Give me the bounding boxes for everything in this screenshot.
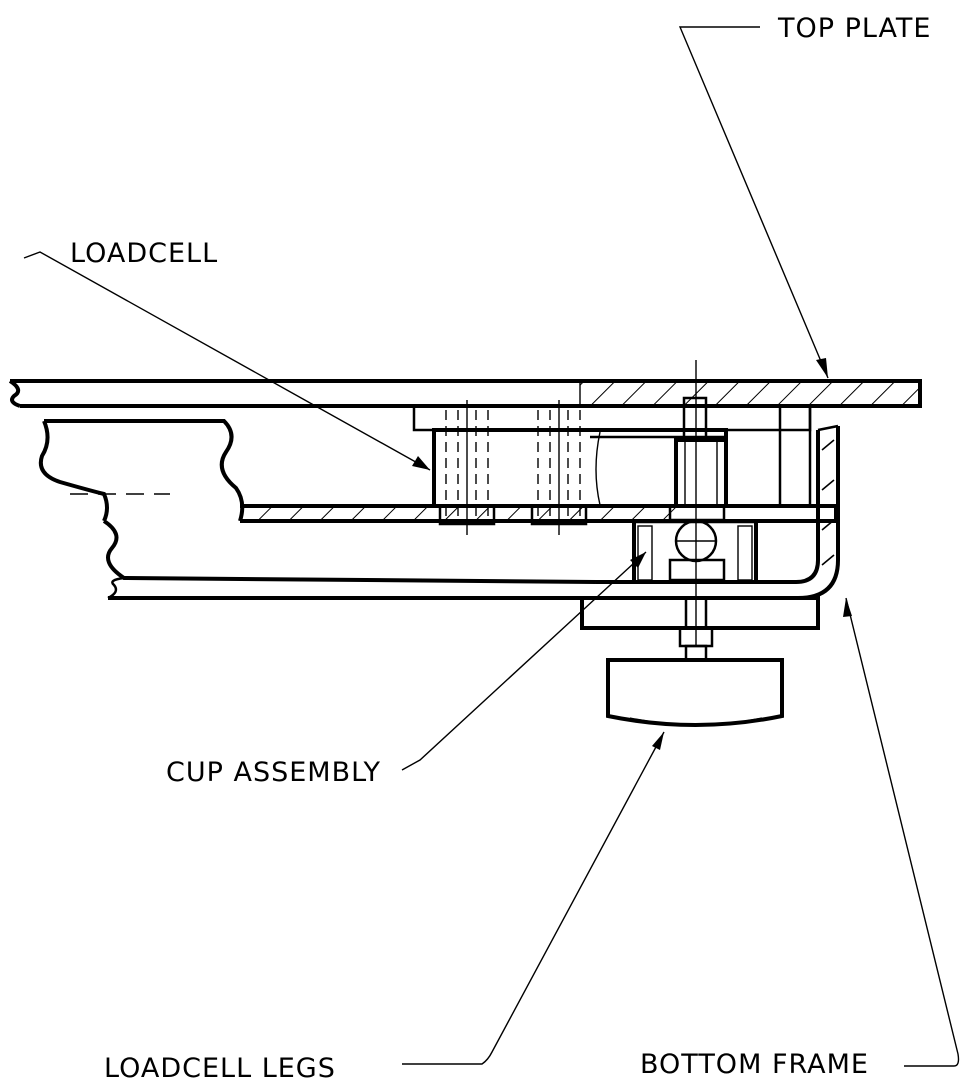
top-plate [8,379,922,408]
cup-assembly [632,504,758,582]
leader-lines [23,26,960,1067]
mount-block [412,404,812,508]
label-cup-assembly: CUP ASSEMBLY [166,757,381,788]
label-loadcell-legs: LOADCELL LEGS [104,1053,336,1084]
label-top-plate: TOP PLATE [777,13,931,44]
label-loadcell: LOADCELL [70,238,218,269]
bottom-frame [38,419,840,600]
label-bottom-frame: BOTTOM FRAME [640,1049,869,1080]
loadcell-leg-assembly [580,596,820,727]
